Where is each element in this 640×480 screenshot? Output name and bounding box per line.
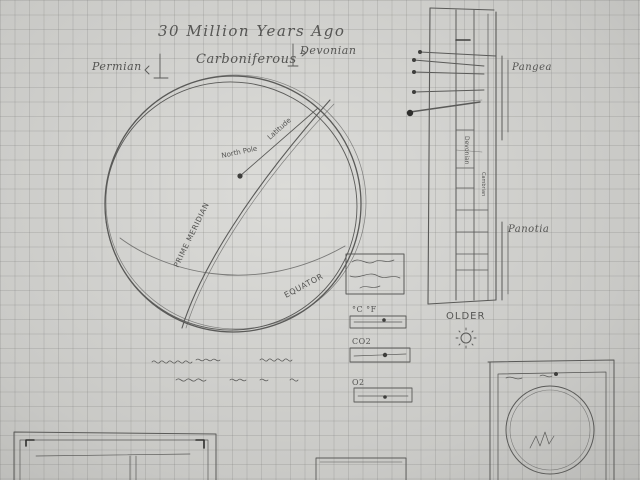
map-thumbnail[interactable] [346, 254, 404, 294]
bottom-middle-panel [316, 458, 406, 480]
prime-meridian-label: PRIME MERIDIAN [172, 201, 211, 269]
sun-icon[interactable] [456, 328, 476, 348]
timeline-cell-label: Devonian [463, 136, 470, 165]
bottom-left-panel [14, 432, 216, 480]
co2-label: CO2 [352, 337, 371, 346]
period-current-label: Carboniferous [196, 52, 297, 67]
older-button[interactable]: OLDER [446, 311, 485, 322]
timeline-marker-panotia[interactable]: Panotia [508, 224, 549, 235]
globe[interactable] [89, 66, 373, 347]
mini-globe-panel[interactable] [488, 360, 614, 480]
co2-slider[interactable] [350, 348, 410, 362]
timeline-cell-label: Cambrian [480, 172, 486, 196]
period-next-button[interactable]: Devonian [300, 44, 356, 57]
timeline-marker-pangea[interactable]: Pangea [512, 62, 552, 73]
latitude-label: Latitude [266, 116, 293, 141]
temperature-label: °C °F [352, 305, 377, 314]
page-title: 30 Million Years Ago [158, 22, 345, 40]
timeline-bar[interactable] [428, 8, 496, 304]
caption-scribble [152, 359, 298, 381]
north-pole-label: North Pole [221, 145, 258, 160]
o2-label: O2 [352, 378, 365, 387]
o2-slider[interactable] [354, 388, 412, 402]
timeline-handles[interactable] [407, 50, 496, 116]
temperature-slider[interactable] [350, 316, 406, 328]
period-prev-button[interactable]: Permian [92, 60, 142, 73]
